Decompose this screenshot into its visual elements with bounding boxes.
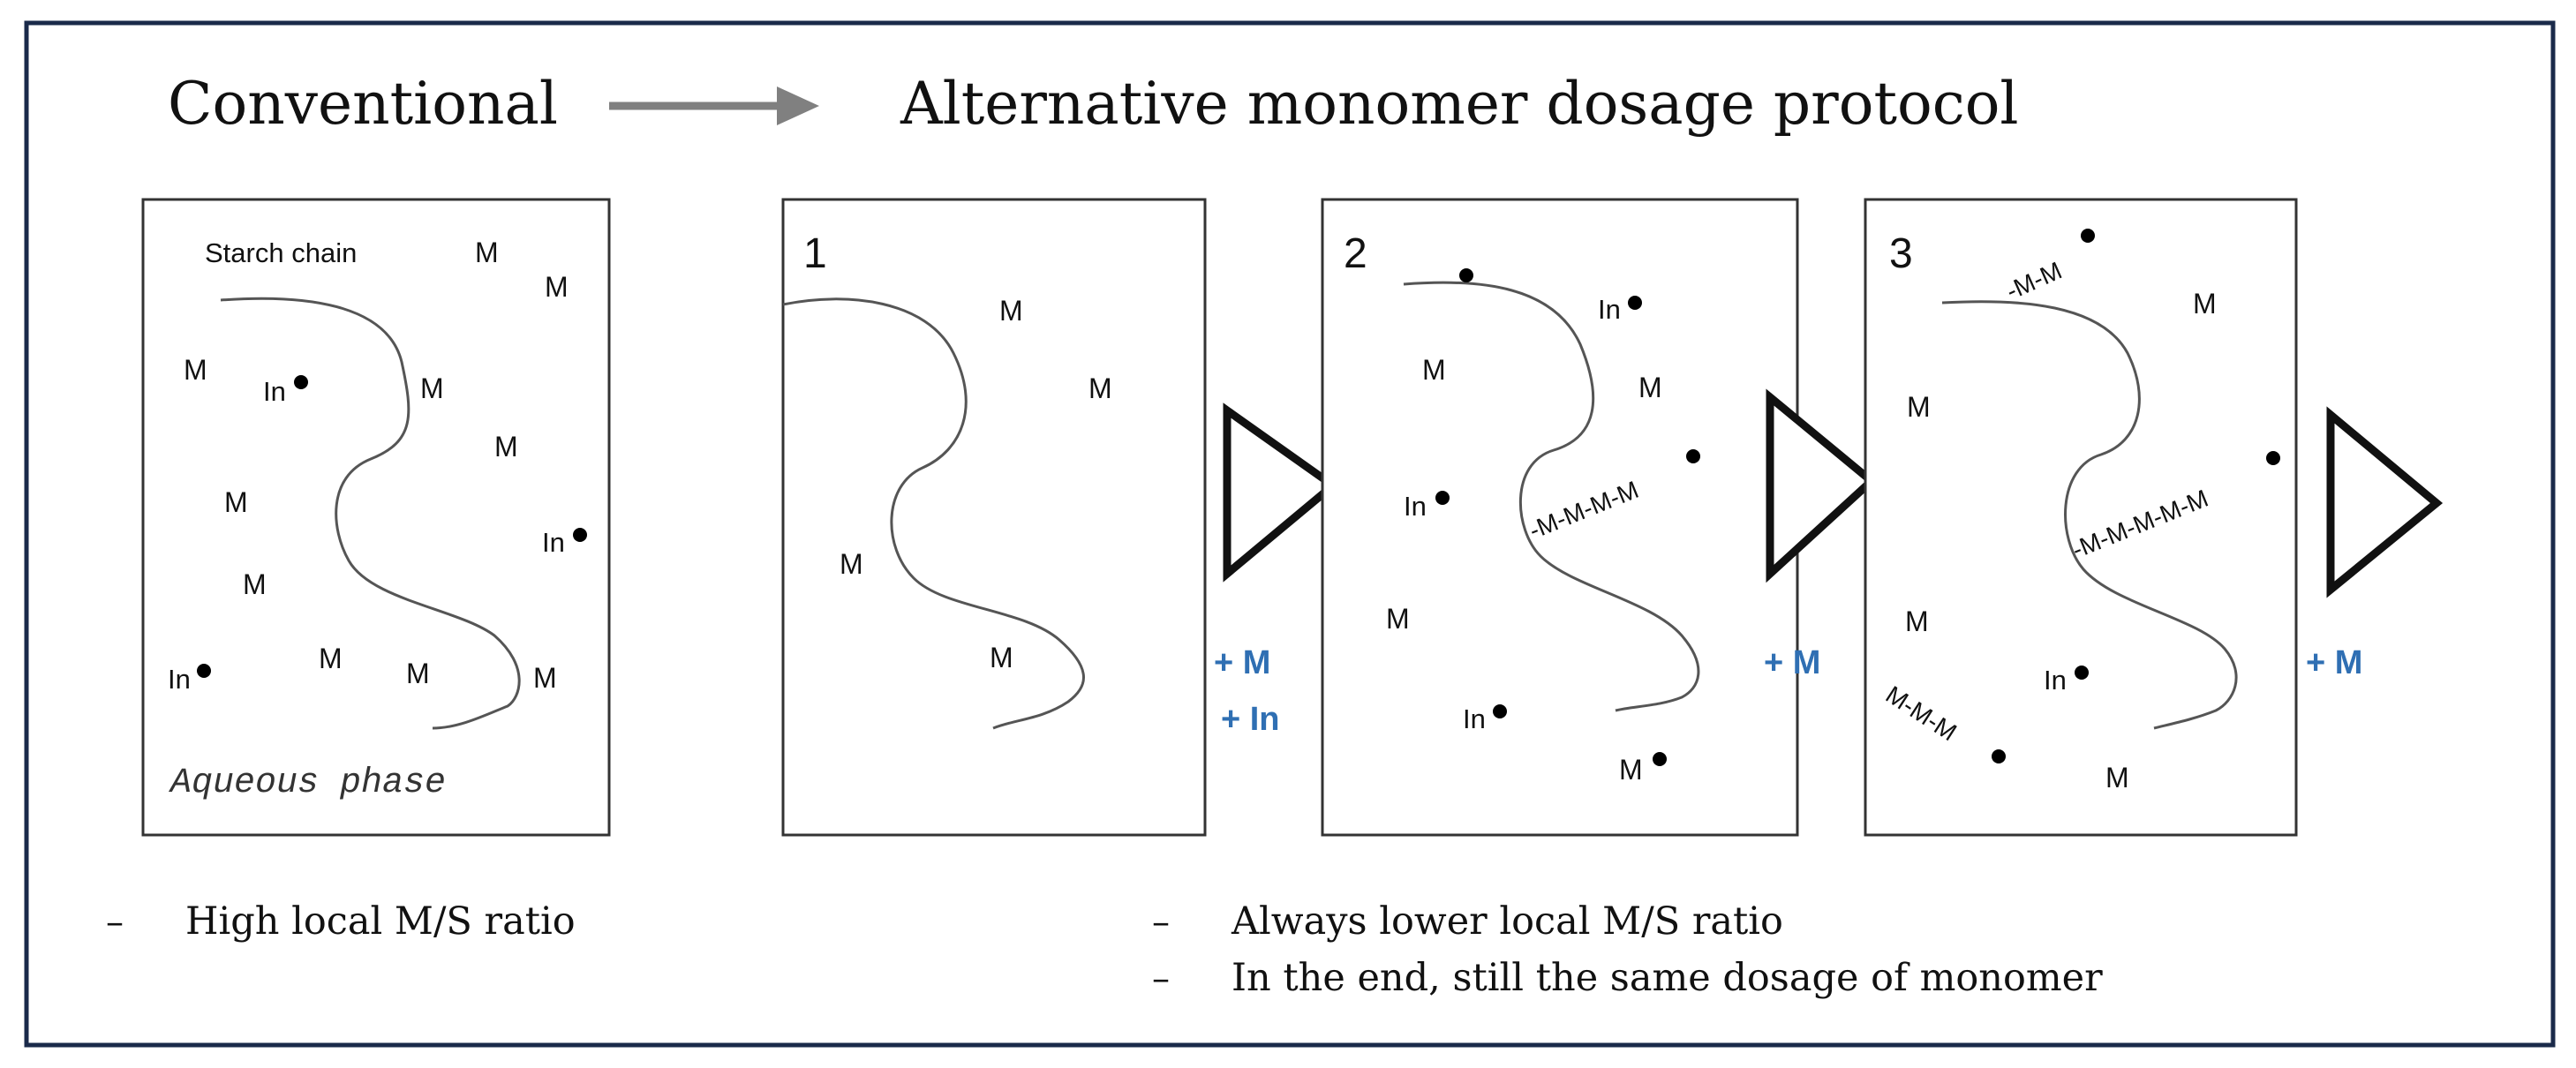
- starch-chain: [1403, 281, 1700, 712]
- starch-chain-label: Starch chain: [205, 237, 357, 268]
- aqueous-phase-label: Aqueous phase: [168, 763, 446, 803]
- step-1-box: [781, 198, 1207, 837]
- radical-dot-icon: [1653, 752, 1667, 766]
- step-number: 1: [803, 230, 827, 277]
- radical-dot-icon: [573, 528, 587, 542]
- monomer-label: M: [475, 237, 499, 268]
- triangle-right-icon: [2326, 406, 2444, 598]
- monomer-label: M: [1088, 372, 1112, 404]
- initiator-label: In: [2044, 665, 2067, 696]
- initiator-label: In: [168, 664, 191, 695]
- radical-dot-icon: [1628, 296, 1642, 310]
- step-number: 2: [1344, 230, 1367, 277]
- triangle-right-icon: [1766, 388, 1878, 583]
- radical-dot-icon: [2266, 451, 2280, 465]
- note-dash: –: [106, 902, 124, 943]
- note-same-dosage: In the end, still the same dosage of mon…: [1232, 956, 2103, 1000]
- monomer-label: M: [494, 431, 518, 463]
- conventional-panel: Starch chain Aqueous phase M M M M M M M…: [141, 198, 611, 837]
- triangle-right-icon: [1223, 402, 1340, 583]
- conventional-box: [141, 198, 611, 837]
- monomer-label: M: [840, 548, 863, 580]
- initiator-label: In: [1404, 491, 1427, 522]
- monomer-label: M: [406, 658, 430, 689]
- note-lower-ratio: Always lower local M/S ratio: [1231, 899, 1783, 944]
- starch-chain: [782, 297, 1085, 730]
- monomer-label: M: [319, 643, 343, 674]
- initiator-label: In: [1463, 703, 1486, 734]
- title-alternative: Alternative monomer dosage protocol: [900, 70, 2019, 138]
- monomer-label: M: [1907, 391, 1931, 423]
- radical-dot-icon: [2081, 229, 2095, 243]
- monomer-label: M: [990, 642, 1013, 673]
- initiator-label: In: [263, 376, 286, 407]
- note-dash: –: [1152, 902, 1170, 943]
- radical-dot-icon: [1992, 749, 2006, 763]
- add-monomer-label: + M: [2306, 644, 2362, 681]
- monomer-label: M: [224, 486, 248, 518]
- monomer-label: M: [2193, 288, 2217, 320]
- radical-dot-icon: [2075, 666, 2089, 680]
- radical-dot-icon: [294, 375, 308, 389]
- monomer-label: M: [533, 662, 557, 694]
- monomer-label: M: [243, 568, 267, 600]
- note-dash: –: [1152, 959, 1170, 999]
- monomer-label: M: [1619, 754, 1643, 786]
- title-conventional: Conventional: [168, 70, 558, 138]
- radical-dot-icon: [1435, 491, 1450, 505]
- monomer-label: M: [1422, 354, 1446, 386]
- monomer-label: M: [999, 295, 1023, 327]
- step-1-panel: 1 M M M M: [781, 198, 1207, 837]
- step-number: 3: [1889, 230, 1913, 277]
- initiator-label: In: [1598, 294, 1621, 325]
- radical-dot-icon: [1459, 268, 1473, 282]
- initiator-label: In: [542, 527, 565, 558]
- step-3-panel: 3 -M-M M M -M-M-M-M-M M In M-M-M M: [1864, 198, 2298, 837]
- radical-dot-icon: [197, 664, 211, 678]
- add-initiator-label: + In: [1221, 701, 1280, 738]
- monomer-label: M: [1638, 372, 1662, 403]
- monomer-label: M: [2105, 762, 2129, 793]
- note-high-ratio: High local M/S ratio: [185, 899, 576, 944]
- radical-dot-icon: [1686, 449, 1700, 463]
- add-monomer-label: + M: [1764, 644, 1820, 681]
- add-monomer-label: + M: [1214, 644, 1270, 681]
- starch-chain: [220, 297, 521, 730]
- monomer-label: M: [184, 354, 207, 386]
- monomer-label: M: [545, 271, 569, 303]
- monomer-label: M: [420, 372, 444, 404]
- monomer-label: M: [1905, 605, 1929, 637]
- step-3-box: [1864, 198, 2298, 837]
- radical-dot-icon: [1493, 704, 1507, 718]
- step-2-panel: 2 In M M In -M-M-M-M M In M: [1321, 198, 1799, 837]
- right-arrow-icon: [609, 86, 819, 125]
- starch-chain: [1941, 300, 2238, 730]
- monomer-label: M: [1386, 603, 1410, 635]
